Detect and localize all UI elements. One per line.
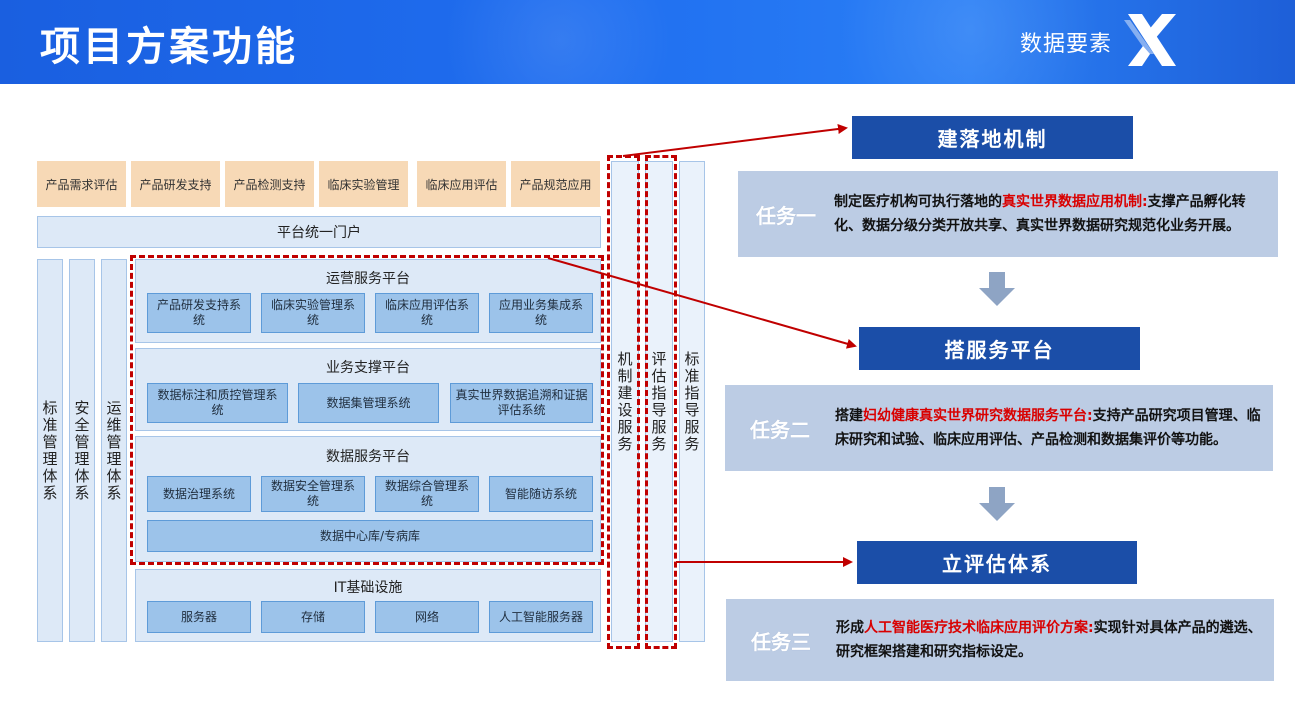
page-title: 项目方案功能 <box>40 24 298 70</box>
sys-data-annotation: 数据标注和质控管理系统 <box>147 383 288 423</box>
top-item-clinical-trial: 临床实验管理 <box>319 161 408 207</box>
ops-platform-title: 运营服务平台 <box>326 271 410 287</box>
sys-clinical-eval: 临床应用评估系统 <box>375 293 479 333</box>
data-platform-title: 数据服务平台 <box>326 449 410 465</box>
arrow-mechanism <box>622 124 848 157</box>
mechanism-service-column: 机制建设服务 <box>611 161 639 642</box>
biz-platform-title: 业务支撑平台 <box>326 360 410 376</box>
task-card: 任务二 搭建妇幼健康真实世界研究数据服务平台:支持产品研究项目管理、临床研究和试… <box>725 385 1273 471</box>
ops-mgmt-column: 运维管理体系 <box>101 259 127 642</box>
task-card: 任务一 制定医疗机构可执行落地的真实世界数据应用机制:支撑产品孵化转化、数据分级… <box>738 171 1278 257</box>
sys-rwd-tracing: 真实世界数据追溯和证据评估系统 <box>450 383 593 423</box>
heading-mechanism: 建落地机制 <box>852 116 1133 159</box>
down-arrow-icon <box>979 487 1015 521</box>
top-item-product-testing: 产品检测支持 <box>225 161 314 207</box>
sys-clinical-trial: 临床实验管理系统 <box>261 293 365 333</box>
task-label: 任务三 <box>751 629 811 654</box>
sys-ai-server: 人工智能服务器 <box>489 601 593 633</box>
sys-data-security: 数据安全管理系统 <box>261 476 365 512</box>
security-mgmt-column: 安全管理体系 <box>69 259 95 642</box>
sys-smart-followup: 智能随访系统 <box>489 476 593 512</box>
it-platform-title: IT基础设施 <box>333 580 403 596</box>
platform-portal: 平台统一门户 <box>37 216 601 248</box>
standard-guidance-column: 标准指导服务 <box>679 161 705 642</box>
standard-mgmt-column: 标准管理体系 <box>37 259 63 642</box>
top-item-product-spec: 产品规范应用 <box>511 161 600 207</box>
task-label: 任务一 <box>756 203 816 228</box>
sys-storage: 存储 <box>261 601 365 633</box>
heading-eval-system: 立评估体系 <box>857 541 1137 584</box>
task-description: 形成人工智能医疗技术临床应用评价方案:实现针对具体产品的遴选、研究框架搭建和研究… <box>836 620 1262 660</box>
heading-service-platform: 搭服务平台 <box>859 327 1140 370</box>
sys-server: 服务器 <box>147 601 251 633</box>
task-description: 制定医疗机构可执行落地的真实世界数据应用机制:支撑产品孵化转化、数据分级分类开放… <box>834 194 1246 234</box>
sys-product-rd: 产品研发支持系统 <box>147 293 251 333</box>
x-logo-icon <box>1124 14 1176 66</box>
sys-data-integrated: 数据综合管理系统 <box>375 476 479 512</box>
top-item-product-rd: 产品研发支持 <box>131 161 220 207</box>
header-decoration <box>430 0 690 84</box>
top-item-clinical-eval: 临床应用评估 <box>417 161 506 207</box>
sys-network: 网络 <box>375 601 479 633</box>
task-card: 任务三 形成人工智能医疗技术临床应用评价方案:实现针对具体产品的遴选、研究框架搭… <box>726 599 1274 681</box>
down-arrow-icon <box>979 272 1015 306</box>
task-description: 搭建妇幼健康真实世界研究数据服务平台:支持产品研究项目管理、临床研究和试验、临床… <box>835 408 1261 448</box>
sys-dataset-mgmt: 数据集管理系统 <box>298 383 439 423</box>
top-item-product-demand: 产品需求评估 <box>37 161 126 207</box>
sys-app-integration: 应用业务集成系统 <box>489 293 593 333</box>
task-label: 任务二 <box>750 417 810 442</box>
sys-data-governance: 数据治理系统 <box>147 476 251 512</box>
brand-name: 数据要素 <box>1020 32 1113 57</box>
header-decoration <box>820 0 1120 84</box>
header-banner: 项目方案功能 数据要素 <box>0 0 1295 84</box>
sys-data-center: 数据中心库/专病库 <box>147 520 593 552</box>
eval-guidance-column: 评估指导服务 <box>645 161 673 642</box>
